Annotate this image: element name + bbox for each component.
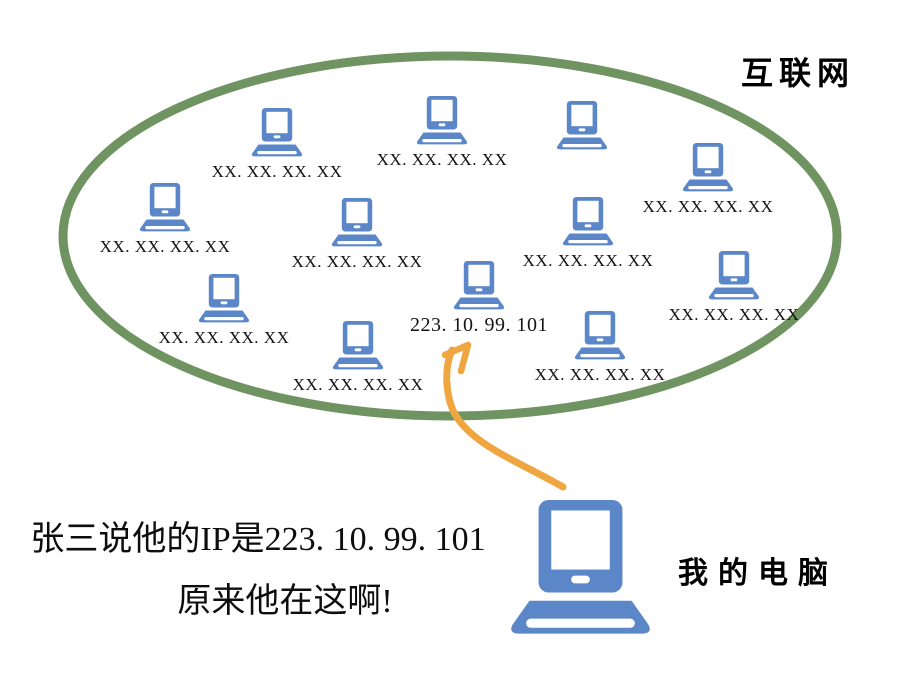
laptop-icon — [330, 321, 386, 371]
caption-line2: 原来他在这啊! — [177, 583, 393, 620]
internet-node-3 — [554, 101, 610, 151]
my-computer-laptop-icon — [503, 500, 658, 638]
internet-title: 互联网 — [740, 55, 855, 91]
node-ip-label: XX. XX. XX. XX — [668, 305, 800, 324]
internet-node-2: XX. XX. XX. XX — [377, 96, 507, 169]
node-ip-label: XX. XX. XX. XX — [534, 365, 666, 384]
caption-line1: 张三说他的IP是223. 10. 99. 101 — [30, 521, 486, 558]
laptop-icon — [329, 198, 385, 248]
node-ip-label: XX. XX. XX. XX — [99, 237, 231, 256]
node-ip-label: XX. XX. XX. XX — [522, 251, 654, 270]
laptop-icon — [451, 261, 507, 311]
internet-node-6: XX. XX. XX. XX — [292, 198, 422, 271]
laptop-icon — [572, 311, 628, 361]
laptop-icon — [137, 183, 193, 233]
internet-node-11: XX. XX. XX. XX — [293, 321, 423, 394]
laptop-icon — [680, 143, 736, 193]
laptop-icon — [560, 197, 616, 247]
laptop-icon — [196, 274, 252, 324]
laptop-icon — [414, 96, 470, 146]
pointer-arrow-icon — [441, 341, 567, 491]
node-ip-label: XX. XX. XX. XX — [158, 328, 290, 347]
node-ip-label: XX. XX. XX. XX — [292, 375, 424, 394]
node-ip-label: XX. XX. XX. XX — [376, 150, 508, 169]
node-ip-label: XX. XX. XX. XX — [642, 197, 774, 216]
my-computer — [503, 500, 658, 638]
laptop-icon — [554, 101, 610, 151]
internet-node-9: XX. XX. XX. XX — [159, 274, 289, 347]
internet-node-5: XX. XX. XX. XX — [100, 183, 230, 256]
arrow-head — [441, 341, 472, 375]
laptop-icon — [706, 251, 762, 301]
target-ip-label: 223. 10. 99. 101 — [410, 314, 548, 336]
internet-node-12: XX. XX. XX. XX — [535, 311, 665, 384]
node-ip-label: XX. XX. XX. XX — [291, 252, 423, 271]
internet-node-8: XX. XX. XX. XX — [669, 251, 799, 324]
internet-node-target: 223. 10. 99. 101 — [410, 261, 548, 336]
internet-node-7: XX. XX. XX. XX — [523, 197, 653, 270]
my-computer-label: 我的电脑 — [678, 557, 838, 590]
internet-node-1: XX. XX. XX. XX — [212, 108, 342, 181]
internet-node-4: XX. XX. XX. XX — [643, 143, 773, 216]
internet-ellipse — [58, 51, 842, 421]
node-ip-label: XX. XX. XX. XX — [211, 162, 343, 181]
arrow-curve — [443, 346, 567, 491]
laptop-icon — [249, 108, 305, 158]
